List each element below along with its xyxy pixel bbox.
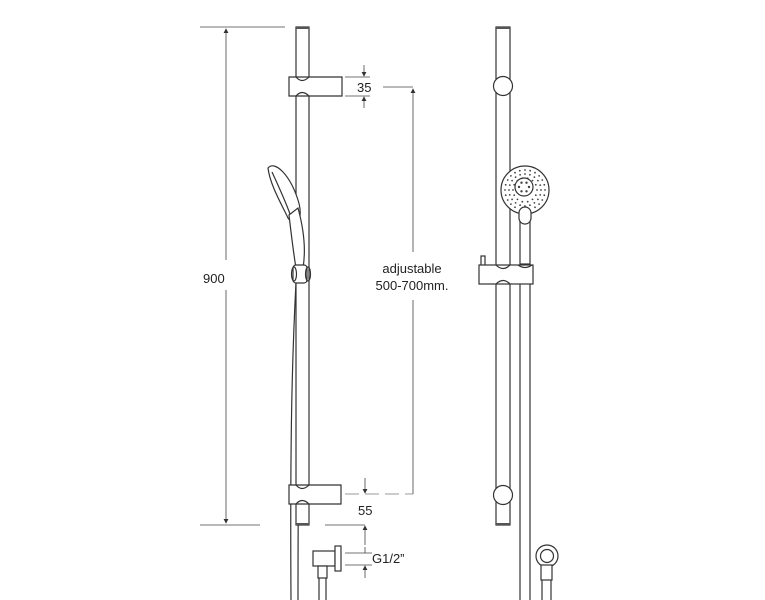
dimension-35	[345, 65, 413, 108]
nozzle	[514, 202, 517, 204]
nozzle	[526, 177, 529, 180]
nozzle	[526, 200, 529, 203]
nozzle	[533, 176, 536, 179]
nozzle	[538, 175, 540, 177]
dimension-g12	[345, 547, 372, 578]
nozzle	[511, 179, 513, 182]
nozzle	[508, 194, 511, 196]
label-900: 900	[203, 271, 225, 286]
nozzle	[541, 179, 544, 181]
nozzle	[533, 202, 536, 204]
slider-clip-front	[478, 255, 534, 285]
bottom-bracket	[288, 484, 342, 525]
wall-outlet-front	[535, 544, 559, 600]
nozzle	[537, 179, 539, 182]
label-adjustable: adjustable	[382, 261, 441, 276]
nozzle	[510, 175, 512, 177]
nozzle	[504, 189, 506, 191]
nozzle	[516, 179, 519, 182]
nozzle	[524, 205, 526, 207]
nozzle	[534, 194, 537, 197]
nozzle	[538, 203, 540, 206]
nozzle	[524, 173, 526, 175]
nozzle	[529, 173, 531, 176]
nozzle	[527, 185, 531, 189]
front-view	[478, 26, 559, 600]
nozzle	[504, 194, 507, 197]
label-35: 35	[357, 80, 371, 95]
nozzle	[525, 190, 528, 193]
wall-outlet-side	[312, 545, 342, 600]
nozzle	[525, 181, 528, 184]
nozzle	[504, 183, 507, 186]
nozzle	[537, 198, 539, 201]
nozzle	[518, 169, 521, 172]
nozzle	[506, 199, 509, 201]
nozzle	[534, 183, 537, 186]
hand-shower-front	[500, 165, 550, 265]
label-55: 55	[358, 503, 372, 518]
nozzle	[539, 184, 542, 187]
nozzle	[508, 184, 511, 187]
nozzle	[536, 189, 538, 191]
nozzle	[540, 189, 542, 191]
nozzle	[511, 198, 513, 201]
nozzle	[519, 173, 521, 176]
nozzle	[513, 194, 516, 197]
nozzle	[543, 183, 546, 186]
dimension-900	[200, 26, 365, 526]
nozzle	[514, 206, 516, 209]
nozzle	[513, 183, 516, 186]
label-500-700mm: 500-700mm.	[376, 278, 449, 293]
nozzle	[510, 203, 512, 206]
nozzle	[524, 169, 526, 171]
nozzle	[514, 171, 516, 174]
hand-shower-side	[267, 165, 312, 284]
hose	[290, 281, 297, 600]
nozzle	[541, 199, 544, 201]
nozzle	[521, 177, 524, 180]
nozzle	[544, 189, 546, 191]
top-bracket-front	[492, 75, 514, 97]
nozzle	[512, 189, 514, 191]
nozzle	[529, 169, 532, 172]
nozzle	[529, 204, 531, 207]
nozzle	[531, 179, 534, 182]
nozzle	[521, 200, 524, 203]
side-view: 900 35 adjustable 500-700mm. 55 G1/2”	[200, 26, 449, 600]
nozzle	[517, 185, 521, 189]
nozzle	[520, 181, 523, 184]
nozzle	[534, 206, 536, 209]
nozzle	[506, 179, 509, 181]
nozzle	[514, 176, 517, 179]
nozzle	[539, 194, 542, 196]
nozzle	[520, 190, 523, 193]
top-bracket	[288, 76, 343, 97]
nozzle	[534, 171, 536, 174]
bottom-bracket-front	[492, 484, 514, 506]
nozzle	[516, 198, 519, 201]
nozzle	[531, 198, 534, 201]
dimension-adjustable	[345, 88, 416, 495]
nozzle	[543, 194, 546, 197]
nozzle	[519, 204, 521, 207]
nozzle	[508, 189, 510, 191]
label-g12: G1/2”	[372, 551, 405, 566]
